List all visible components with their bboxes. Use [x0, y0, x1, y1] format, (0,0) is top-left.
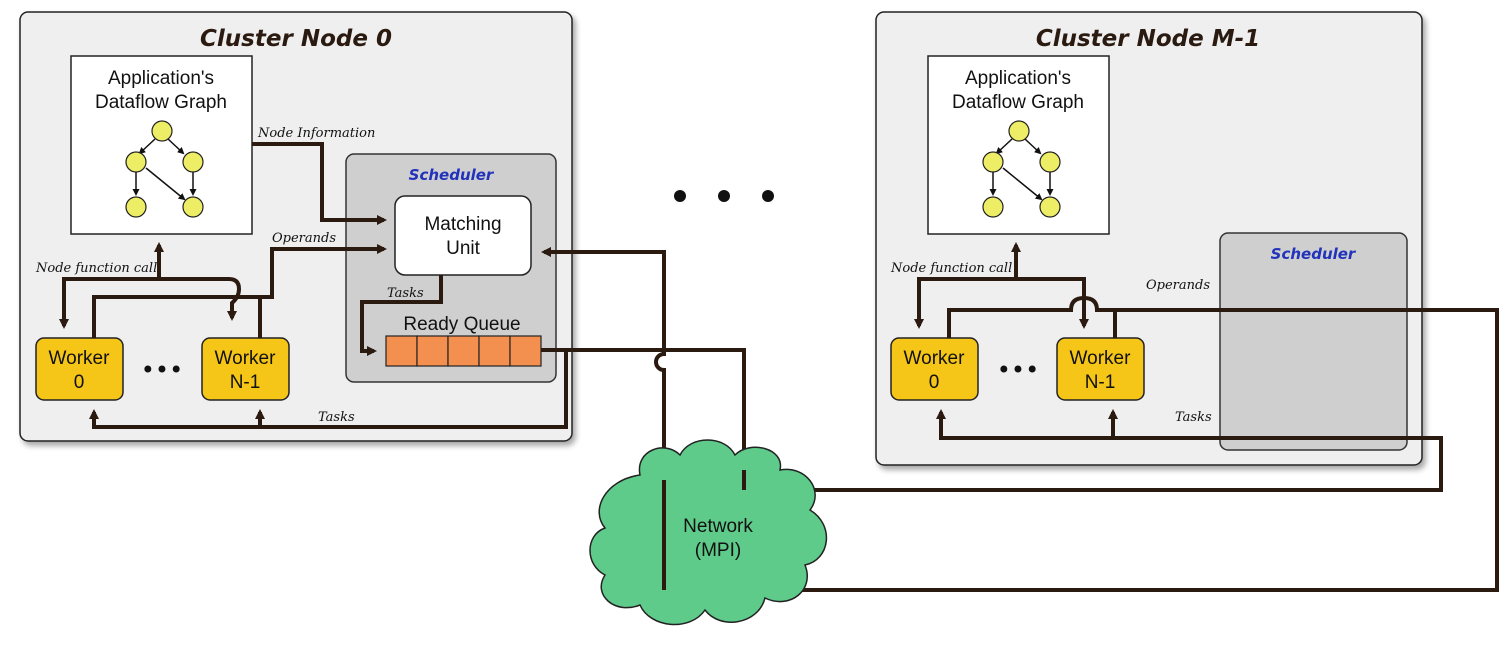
node-function-call-label: Node function call	[35, 261, 157, 276]
worker-n-1-label: N-1	[230, 372, 261, 393]
worker-n-1	[201, 337, 290, 401]
tasks-bottom-label: Tasks	[318, 410, 355, 425]
worker-0-m	[890, 337, 979, 401]
worker-0	[35, 337, 124, 401]
network-label: Network	[683, 516, 753, 537]
scheduler-label: Scheduler	[409, 166, 495, 184]
cluster-node-m-1-title: Cluster Node M-1	[1036, 26, 1260, 52]
worker-n-1-label: N-1	[1085, 372, 1116, 393]
ready-queue	[385, 335, 542, 367]
scheduler-panel-m	[1219, 232, 1408, 451]
worker-0-label: Worker	[904, 348, 966, 369]
dataflow-graph-box-m	[927, 55, 1110, 235]
node-function-call-label: Node function call	[890, 261, 1012, 276]
operands-label: Operands	[1146, 278, 1210, 293]
matching-unit-label: Unit	[446, 238, 481, 259]
node-information-label: Node Information	[257, 126, 375, 141]
tasks-queue-label: Tasks	[387, 286, 424, 301]
worker-0-label: 0	[929, 372, 940, 393]
dataflow-graph-label: Dataflow Graph	[952, 92, 1084, 113]
matching-unit-label: Matching	[424, 214, 501, 235]
cluster-node-0: Cluster Node 0 Application's Dataflow Gr…	[19, 11, 573, 442]
dataflow-graph-box	[70, 55, 253, 235]
network-label: (MPI)	[695, 540, 741, 561]
tasks-label: Tasks	[1175, 410, 1212, 425]
matching-unit-box	[394, 195, 532, 276]
tasks-wire-m	[541, 348, 1443, 492]
dataflow-graph-label: Application's	[965, 68, 1071, 89]
workers-ellipsis: •••	[997, 356, 1039, 384]
worker-n-1-label: Worker	[215, 348, 277, 369]
operands-wire-m	[541, 247, 1499, 592]
operands-wire	[92, 244, 387, 338]
workers-ellipsis: •••	[141, 356, 183, 384]
network-cloud: Network (MPI)	[589, 439, 827, 626]
node-function-call-wire	[62, 277, 242, 326]
operands-label: Operands	[272, 231, 336, 246]
node-information-wire	[252, 142, 387, 225]
tasks-to-queue-wire	[360, 275, 443, 356]
worker-0-label: 0	[74, 372, 85, 393]
network-cloud-redraw-wire	[662, 470, 746, 590]
dataflow-graph-icon	[982, 120, 1061, 218]
scheduler-label: Scheduler	[1271, 245, 1357, 263]
cluster-node-m-1: Cluster Node M-1 Application's Dataflow …	[541, 11, 1499, 592]
dataflow-graph-icon	[125, 120, 204, 218]
dataflow-graph-label: Dataflow Graph	[95, 92, 227, 113]
worker-n-1-label: Worker	[1070, 348, 1132, 369]
worker-n-1-m	[1056, 337, 1145, 401]
cluster-node-0-title: Cluster Node 0	[200, 26, 392, 52]
network-cloud-shape	[589, 439, 827, 626]
dataflow-graph-label: Application's	[108, 68, 214, 89]
ready-queue-label: Ready Queue	[403, 314, 520, 335]
worker-0-label: Worker	[49, 348, 111, 369]
between-nodes-ellipsis	[674, 190, 774, 202]
